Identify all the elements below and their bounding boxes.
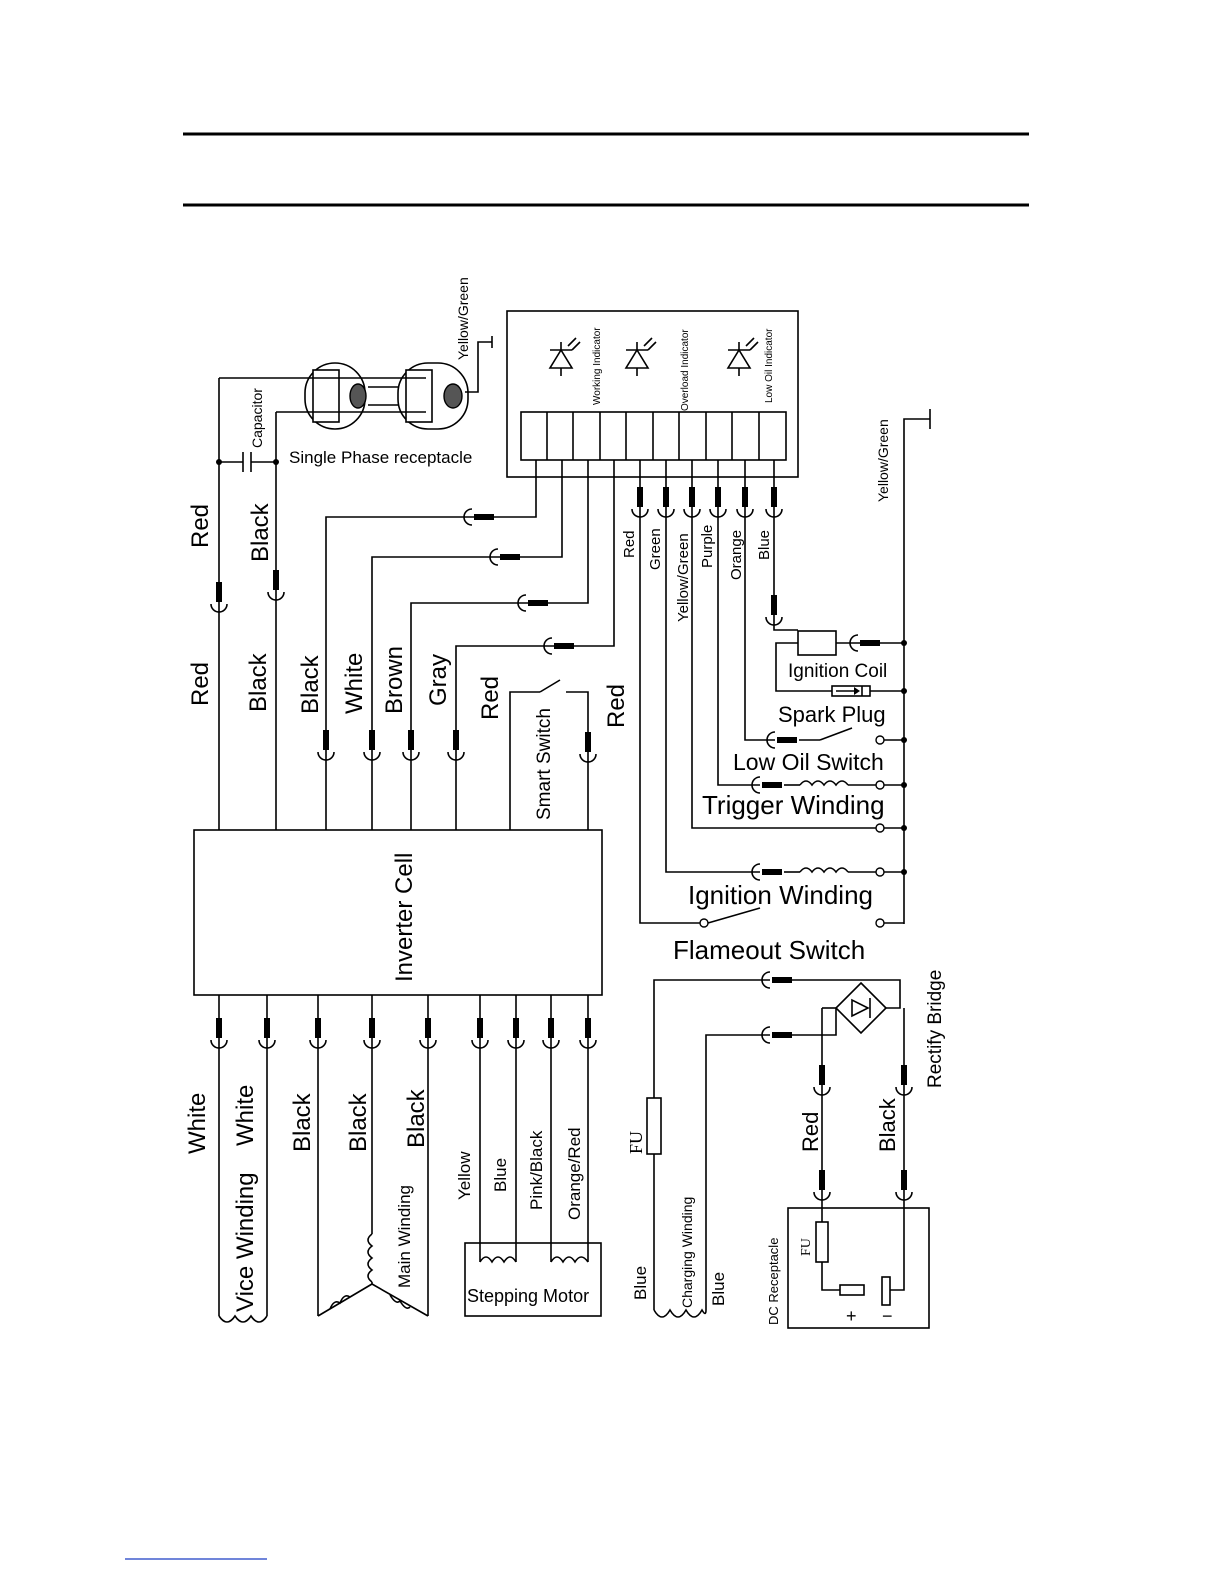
- low-oil-switch: [766, 727, 907, 749]
- flameout-switch-label: Flameout Switch: [673, 935, 865, 965]
- ground-bus: [903, 418, 930, 924]
- spark-plug-label: Spark Plug: [778, 702, 886, 727]
- inverter-cell-label: Inverter Cell: [391, 853, 418, 982]
- dc-plus-label: +: [846, 1306, 857, 1326]
- ignition-coil-label: Ignition Coil: [788, 661, 887, 682]
- wire-label-panel-green: Green: [647, 528, 664, 570]
- trigger-winding-label: Trigger Winding: [702, 790, 885, 820]
- single-phase-receptacle: [219, 336, 493, 430]
- wire-label-bottom-black-2: Black: [345, 1092, 372, 1152]
- wire-label-white: White: [341, 653, 368, 714]
- smart-switch: [509, 679, 589, 830]
- wire-label-gray: Gray: [425, 654, 452, 706]
- wire-label-panel-purple: Purple: [699, 525, 716, 568]
- wire-label-charge-blue-1: Blue: [631, 1266, 650, 1300]
- charging-winding: [653, 1308, 707, 1318]
- fuse-main-label: FU: [626, 1131, 646, 1154]
- charging-winding-label: Charging Winding: [679, 1197, 695, 1308]
- wire-label-black-mid: Black: [245, 652, 272, 712]
- wire-label-bottom-black-1: Black: [289, 1092, 316, 1152]
- wire-label-bottom-white: White: [184, 1093, 211, 1154]
- wire-label-smart-red-2: Red: [603, 684, 630, 728]
- wire-label-motor-orange-red: Orange/Red: [565, 1127, 584, 1220]
- wire-label-panel-yellow-green: Yellow/Green: [675, 533, 692, 622]
- fuse-dc: [815, 1221, 829, 1263]
- wire-label-motor-blue: Blue: [491, 1158, 510, 1192]
- led-icon: [548, 337, 581, 376]
- inverter-cell: [193, 829, 603, 996]
- wire-label-motor-yellow: Yellow: [455, 1151, 474, 1200]
- dc-receptacle: [787, 1207, 930, 1329]
- stepping-motor-label: Stepping Motor: [467, 1286, 589, 1306]
- rectify-bridge-label: Rectify Bridge: [925, 970, 946, 1088]
- wire-label-brown: Brown: [381, 646, 408, 714]
- working-indicator-label: Working Indicator: [592, 327, 603, 405]
- capacitor-label: Capacitor: [249, 388, 265, 448]
- wire-label-charge-blue-2: Blue: [709, 1272, 728, 1306]
- wire-label-motor-pink-black: Pink/Black: [527, 1130, 546, 1210]
- wire-label-dc-black: Black: [875, 1097, 900, 1152]
- fuse-dc-label: FU: [799, 1238, 814, 1256]
- trigger-winding: [751, 776, 907, 794]
- capacitor: [216, 452, 279, 472]
- main-winding-label: Main Winding: [395, 1185, 414, 1288]
- ignition-winding: [751, 863, 907, 881]
- ground-wire-label-top: Yellow/Green: [455, 277, 471, 360]
- spark-plug: [831, 685, 907, 697]
- stepping-motor: [464, 995, 602, 1317]
- wire-label-smart-red-1: Red: [477, 676, 504, 720]
- wire-label-black-2: Black: [297, 654, 324, 714]
- low-oil-indicator-label: Low Oil Indicator: [764, 328, 775, 403]
- control-panel: [506, 310, 799, 478]
- wire-label-black-top: Black: [247, 502, 274, 562]
- wire-label-panel-blue: Blue: [756, 530, 773, 560]
- low-oil-switch-label: Low Oil Switch: [733, 749, 884, 775]
- flameout-switch: [699, 907, 904, 928]
- led-icon: [624, 337, 657, 376]
- wire-label-vice-white: White: [232, 1085, 259, 1146]
- overload-indicator-label: Overload Indicator: [680, 329, 691, 411]
- wire-label-panel-orange: Orange: [728, 530, 745, 580]
- ignition-winding-label: Ignition Winding: [688, 880, 873, 910]
- wire-label-bottom-black-3: Black: [403, 1088, 430, 1148]
- wire-label-dc-red: Red: [798, 1112, 823, 1152]
- rectify-bridge: [772, 979, 905, 1195]
- ground-wire-label-right: Yellow/Green: [875, 419, 891, 502]
- wire-label-panel-red: Red: [621, 530, 638, 558]
- led-icon: [726, 337, 759, 376]
- ignition-coil: [797, 630, 837, 656]
- fuse-main: [646, 1097, 662, 1155]
- single-phase-receptacle-label: Single Phase receptacle: [289, 448, 472, 467]
- dc-receptacle-label: DC Receptacle: [766, 1238, 781, 1325]
- wire-label-red-mid: Red: [187, 662, 214, 706]
- wire-label-red-top: Red: [187, 504, 214, 548]
- dc-minus-label: −: [882, 1306, 893, 1326]
- smart-switch-label: Smart Switch: [534, 708, 555, 820]
- vice-winding-label: Vice Winding: [232, 1172, 259, 1312]
